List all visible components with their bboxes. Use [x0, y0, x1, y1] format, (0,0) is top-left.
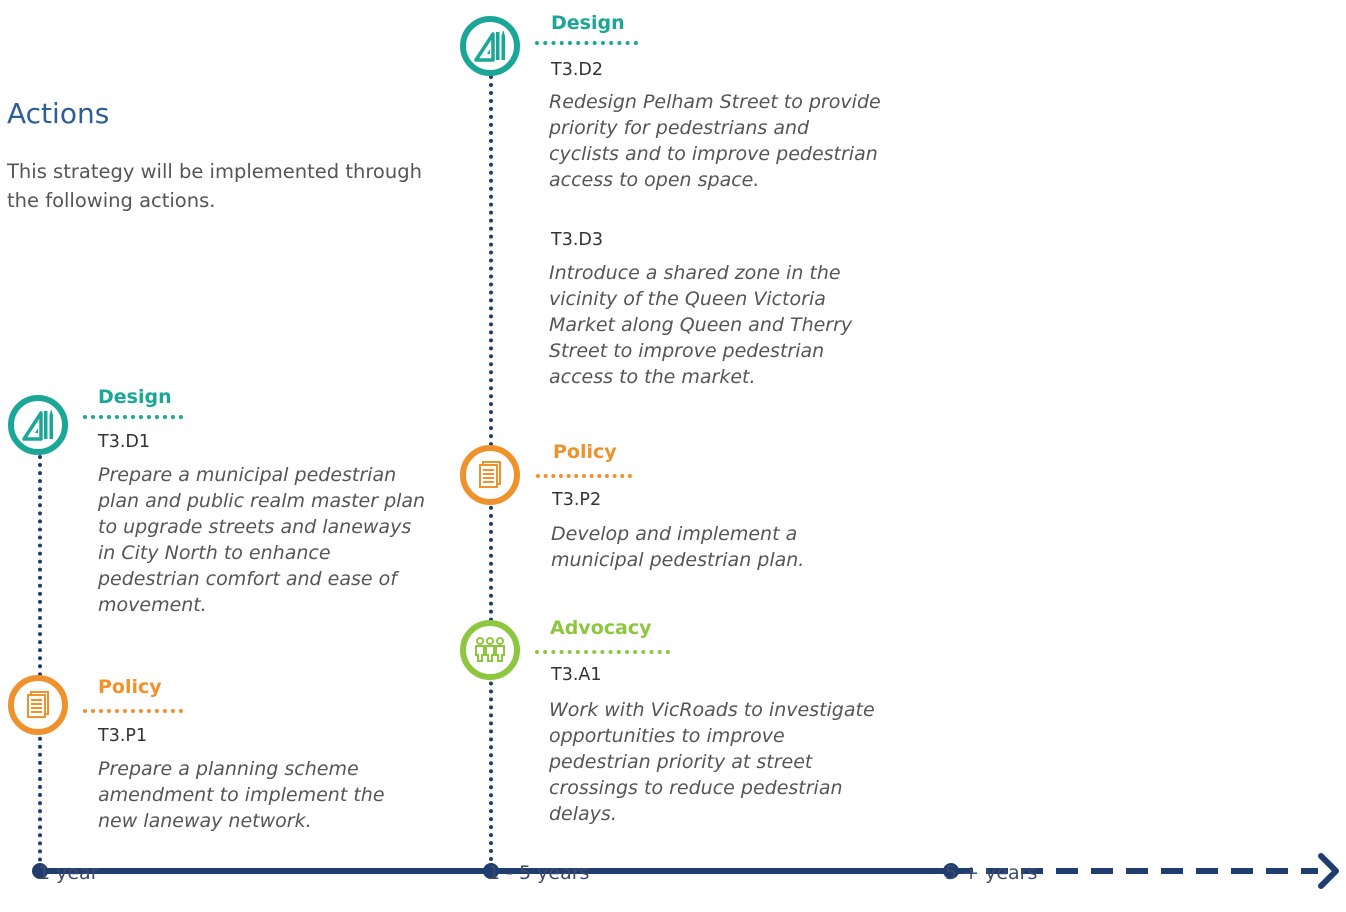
timeline-marker-1-5-years: [483, 863, 499, 879]
timeline-marker-1-year: [32, 863, 48, 879]
timeline-label-5-plus-years: 5 + years: [945, 862, 1038, 884]
action-code: T3.P1: [98, 726, 148, 746]
action-description: Prepare a planning scheme amendment to i…: [98, 758, 385, 832]
category-underline-design: [535, 41, 638, 45]
timeline-label-1-5-years: 1 - 5 years: [488, 862, 590, 884]
action-code: T3.D2: [551, 60, 603, 80]
category-label-design: Design: [98, 386, 172, 408]
category-label-policy: Policy: [553, 441, 617, 463]
policy-document-icon: [460, 445, 520, 505]
category-label-design: Design: [551, 12, 625, 34]
category-underline-advocacy: [535, 650, 670, 654]
action-code: T3.P2: [552, 490, 602, 510]
category-label-advocacy: Advocacy: [550, 617, 652, 639]
design-tools-icon: [460, 16, 520, 76]
category-underline-policy: [536, 474, 632, 478]
action-code: T3.D3: [551, 230, 603, 250]
category-label-policy: Policy: [98, 676, 162, 698]
intro-text: This strategy will be implemented throug…: [7, 160, 422, 212]
category-underline-policy: [83, 709, 183, 713]
action-description: Work with VicRoads to investigate opport…: [549, 699, 875, 825]
page-title: Actions: [7, 97, 110, 130]
action-description: Introduce a shared zone in the vicinity …: [549, 262, 853, 388]
action-code: T3.D1: [98, 432, 150, 452]
policy-document-icon: [8, 675, 68, 735]
people-group-icon: [460, 620, 520, 680]
action-code: T3.A1: [551, 665, 602, 685]
timeline-marker-5-plus-years: [943, 863, 959, 879]
timeline-label-1-year: 1 year: [38, 862, 99, 884]
action-description: Prepare a municipal pedestrian plan and …: [98, 464, 426, 616]
action-description: Develop and implement a municipal pedest…: [551, 523, 805, 571]
category-underline-design: [83, 415, 183, 419]
design-tools-icon: [8, 395, 68, 455]
connector-line-1-year: [38, 455, 42, 870]
timeline-axis: [32, 853, 1339, 889]
action-description: Redesign Pelham Street to provide priori…: [549, 91, 881, 191]
